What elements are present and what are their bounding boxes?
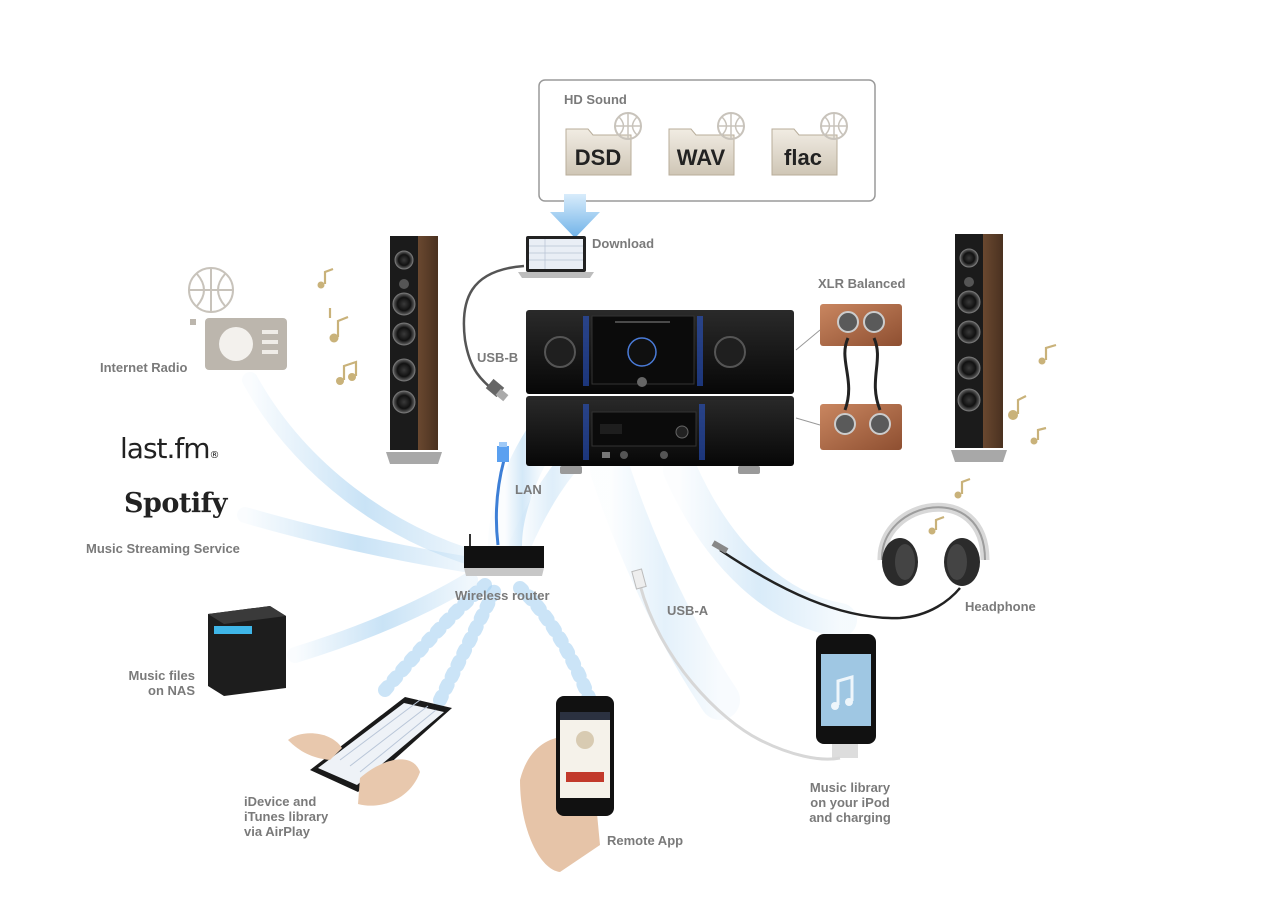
xlr-balanced-label: XLR Balanced (818, 276, 906, 291)
internet-radio-label: Internet Radio (100, 360, 188, 375)
router-icon (464, 534, 544, 576)
lan-cable (494, 459, 506, 546)
remote-app-label: Remote App (607, 833, 684, 848)
download-arrow-icon (550, 194, 600, 238)
left-speaker (386, 236, 442, 464)
headphone-icon (877, 502, 990, 586)
usb-b-label: USB-B (477, 350, 519, 365)
headphone-cable (719, 548, 961, 620)
lastfm-logo: last.fm® (120, 432, 220, 465)
ipod-icon (816, 634, 876, 758)
usb-plug-icon (631, 568, 647, 590)
music-note-icon (317, 267, 1057, 535)
format-flac: flac (784, 145, 822, 170)
folder-icon: flac (771, 112, 848, 176)
usb-b-cable (462, 264, 525, 396)
format-dsd: DSD (575, 145, 621, 170)
format-wav: WAV (677, 145, 726, 170)
lan-plug-icon (497, 442, 509, 462)
radio-icon (190, 318, 287, 370)
tablet-icon (288, 697, 452, 806)
right-speaker (951, 234, 1007, 462)
nas-icon (208, 606, 286, 696)
folder-icon: DSD (565, 112, 642, 176)
streaming-service-label: Music Streaming Service (86, 541, 240, 556)
globe-icon (188, 267, 234, 313)
download-label: Download (592, 236, 655, 251)
wireless-waves (237, 372, 857, 720)
laptop-icon (518, 236, 594, 278)
xlr-connector-icon (795, 304, 902, 450)
lan-label: LAN (515, 482, 542, 497)
folder-icon: WAV (668, 112, 745, 176)
headphone-plug (711, 540, 729, 554)
usb-plug-icon (485, 378, 509, 402)
smartphone-icon (520, 696, 614, 872)
wireless-router-label: Wireless router (455, 588, 550, 603)
spotify-logo: Spotify (124, 488, 227, 519)
network-player (526, 396, 794, 474)
hd-sound-title: HD Sound (564, 92, 627, 107)
amplifier (526, 310, 794, 394)
usb-a-label: USB-A (667, 603, 709, 618)
usb-a-cable (638, 584, 841, 761)
headphone-label: Headphone (965, 599, 1036, 614)
